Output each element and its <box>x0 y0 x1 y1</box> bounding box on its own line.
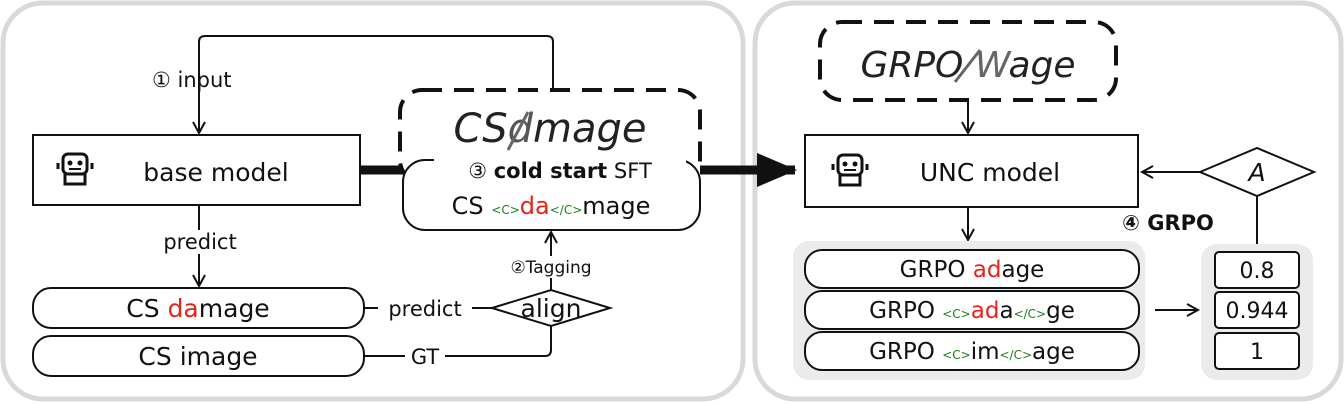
step1-input-label: ① input <box>152 68 232 92</box>
candidate-text-1: GRPO adage <box>900 257 1045 283</box>
candidate-text-3: GRPO <C>im</C>age <box>869 339 1075 365</box>
unc-model-label: UNC model <box>920 158 1060 187</box>
step3-label: ③ cold start SFT <box>468 159 652 183</box>
prediction-text: CS damage <box>126 294 269 323</box>
reward-box-1 <box>1214 251 1300 289</box>
base-model-box <box>32 134 361 206</box>
advantage-label: A <box>1246 158 1265 187</box>
candidate-pill-3 <box>804 331 1140 371</box>
noisy-image-text-left: CSdmage <box>454 106 647 152</box>
align-diamond <box>488 288 614 328</box>
reward-box-2 <box>1214 291 1300 329</box>
advantage-diamond <box>1197 146 1317 198</box>
sft-target-text: CS <C>da</C>mage <box>452 192 651 220</box>
reward-box-3 <box>1214 332 1300 370</box>
tagging-label: ②Tagging <box>510 258 591 278</box>
step4-grpo-label: ④ GRPO <box>1122 211 1214 235</box>
predict-label: predict <box>163 230 236 254</box>
ground-truth-text: CS image <box>138 342 257 371</box>
gt-edge-label: GT <box>411 345 440 369</box>
align-label: align <box>521 294 582 323</box>
candidate-text-2: GRPO <C>ada</C>ge <box>869 298 1075 324</box>
predict-edge-label: predict <box>388 297 461 321</box>
noisy-stroke-left <box>506 111 530 151</box>
gt-to-align-edge <box>364 326 552 357</box>
noisy-image-text-right: GRPO Wage <box>860 45 1075 86</box>
reward-value-1: 0.8 <box>1240 259 1275 284</box>
noisy-stroke-right <box>953 49 982 83</box>
candidate-pill-1 <box>804 249 1140 289</box>
candidate-pill-2 <box>804 290 1140 330</box>
reward-value-3: 1 <box>1250 340 1264 365</box>
reward-value-2: 0.944 <box>1226 299 1289 324</box>
input-loop-edge <box>199 35 554 133</box>
base-model-label: base model <box>143 158 288 187</box>
